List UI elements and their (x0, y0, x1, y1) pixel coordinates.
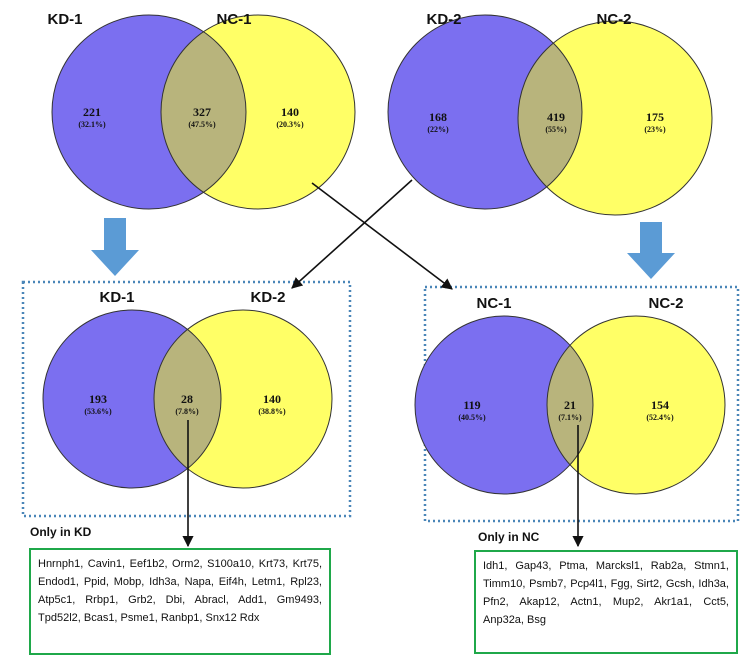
right-percent: (38.8%) (258, 407, 286, 416)
only-kd-gene-list: Hnrnph1, Cavin1, Eef1b2, Orm2, S100a10, … (29, 548, 331, 655)
venn-outline (414, 315, 594, 495)
set-label-right: NC-2 (596, 11, 631, 28)
venn-set-nc2 (547, 316, 725, 494)
cross-arrow-to-kd-frame (291, 179, 413, 289)
venn-outline (42, 309, 222, 489)
venn-outline (517, 20, 713, 216)
venn-overlap (161, 15, 246, 209)
venn-kd1-kd2: KD-1 KD-2 193 (53.6%) 28 (7.8%) 140 (38.… (42, 289, 333, 489)
venn-outline (160, 14, 356, 210)
set-label-left: KD-2 (426, 11, 461, 28)
overlap-percent: (47.5%) (188, 120, 216, 129)
venn-outline (387, 14, 583, 210)
left-percent: (22%) (427, 125, 449, 134)
venn-kd1-nc1: KD-1 NC-1 221 (32.1%) 327 (47.5%) 140 (2… (47, 11, 356, 210)
down-arrow-left (91, 218, 139, 276)
set-label-left: KD-1 (99, 289, 134, 306)
set-label-right: NC-2 (648, 295, 683, 312)
right-count: 140 (281, 105, 299, 119)
right-count: 154 (651, 398, 669, 412)
right-count: 140 (263, 392, 281, 406)
overlap-count: 28 (181, 392, 193, 406)
only-nc-title: Only in NC (478, 530, 540, 544)
overlap-count: 21 (564, 398, 576, 412)
set-label-left: NC-1 (476, 295, 511, 312)
set-label-right: NC-1 (216, 11, 251, 28)
only-nc-gene-list: Idh1, Gap43, Ptma, Marcksl1, Rab2a, Stmn… (474, 550, 738, 654)
venn-outline (51, 14, 247, 210)
venn-outline (546, 315, 726, 495)
left-percent: (32.1%) (78, 120, 106, 129)
right-percent: (23%) (644, 125, 666, 134)
overlap-count: 419 (547, 110, 565, 124)
overlap-percent: (7.8%) (175, 407, 199, 416)
right-count: 175 (646, 110, 664, 124)
down-arrow-right (627, 222, 675, 279)
right-percent: (52.4%) (646, 413, 674, 422)
venn-nc1-nc2: NC-1 NC-2 119 (40.5%) 21 (7.1%) 154 (52.… (414, 295, 726, 495)
kd-comparison-frame (21, 280, 352, 518)
set-label-right: KD-2 (250, 289, 285, 306)
left-count: 119 (463, 398, 480, 412)
left-percent: (40.5%) (458, 413, 486, 422)
right-percent: (20.3%) (276, 120, 304, 129)
overlap-percent: (55%) (545, 125, 567, 134)
overlap-percent: (7.1%) (558, 413, 582, 422)
venn-overlap (154, 310, 221, 488)
left-count: 221 (83, 105, 101, 119)
venn-outline (153, 309, 333, 489)
overlap-count: 327 (193, 105, 211, 119)
set-label-left: KD-1 (47, 11, 82, 28)
left-percent: (53.6%) (84, 407, 112, 416)
left-count: 193 (89, 392, 107, 406)
only-kd-title: Only in KD (30, 525, 92, 539)
left-count: 168 (429, 110, 447, 124)
venn-set-nc1 (415, 316, 593, 494)
cross-arrow-to-nc-frame (311, 182, 453, 290)
venn-kd2-nc2: KD-2 NC-2 168 (22%) 419 (55%) 175 (23%) (387, 11, 713, 216)
